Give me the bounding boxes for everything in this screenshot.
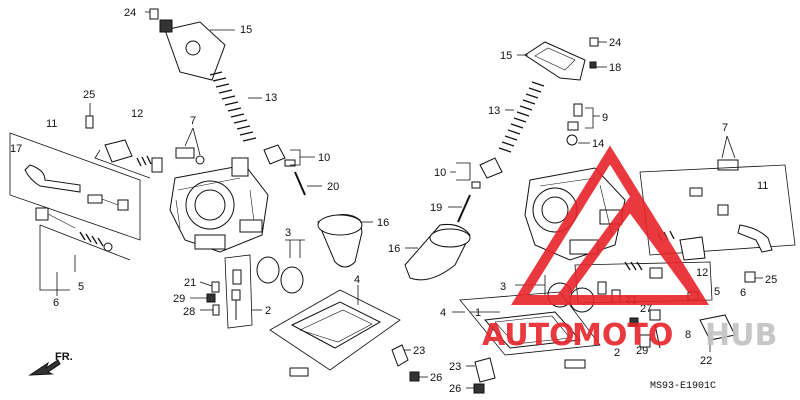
callout-right-7: 7 (722, 122, 728, 134)
callout-right-26: 26 (449, 383, 461, 395)
right-callouts: 15 24 18 13 9 14 7 10 19 16 11 3 1 4 21 … (388, 37, 777, 395)
callout-left-21: 21 (184, 277, 196, 289)
callout-right-15: 15 (500, 50, 512, 62)
callout-left-12: 12 (131, 108, 143, 120)
callout-right-4: 4 (440, 307, 446, 319)
part-jet-7-right (717, 135, 739, 171)
part-float-chamber-4-left (269, 285, 401, 377)
callout-right-19: 19 (430, 202, 442, 214)
part-top-cover-15-left (159, 19, 235, 81)
front-marker-text: FR. (55, 351, 73, 363)
part-spring-13-left (209, 71, 262, 142)
callout-left-20: 20 (327, 181, 339, 193)
callout-left-28: 28 (183, 306, 195, 318)
callout-left-15: 15 (240, 24, 252, 36)
part-screws-24-18-right (589, 37, 607, 69)
part-valve-12-left (94, 139, 163, 179)
callout-left-24: 24 (124, 7, 136, 19)
callout-right-10: 10 (434, 167, 446, 179)
part-small-parts-right (629, 309, 736, 352)
part-carburetor-body-left (169, 157, 269, 253)
part-spring-13-right (498, 81, 545, 153)
callout-right-6: 6 (740, 287, 746, 299)
callout-left-26: 26 (430, 372, 442, 384)
part-screw-24-left (145, 8, 159, 20)
callout-right-27: 27 (640, 303, 652, 315)
part-drain-23-26-left (391, 344, 428, 382)
part-insulator-16-left (317, 214, 373, 268)
callout-right-2: 2 (614, 347, 620, 359)
callout-right-9: 9 (602, 112, 608, 124)
callout-left-6: 6 (53, 297, 59, 309)
left-assembly: FR. 24 15 13 25 12 7 11 17 10 20 16 3 21… (9, 7, 442, 384)
callout-left-16: 16 (377, 217, 389, 229)
part-hose-17-right (689, 187, 773, 253)
part-float-3-left (256, 239, 305, 294)
callout-left-13: 13 (265, 92, 277, 104)
watermark-triangle-inner (555, 196, 705, 303)
callout-right-16: 16 (388, 243, 400, 255)
watermark-text-hub: HUB (705, 318, 777, 353)
callout-right-1: 1 (475, 307, 481, 319)
diagram-code: MS93-E1901C (650, 381, 716, 392)
part-top-cover-15-right (517, 41, 586, 81)
callout-right-11: 11 (757, 180, 768, 192)
part-small-screws-left (190, 281, 220, 316)
left-callouts: 24 15 13 25 12 7 11 17 10 20 16 3 21 29 … (10, 7, 442, 384)
part-jet-7-left (175, 127, 205, 165)
callout-left-23: 23 (413, 345, 425, 357)
callout-left-7: 7 (190, 115, 196, 127)
callout-right-18: 18 (609, 62, 621, 74)
callout-left-29: 29 (173, 293, 185, 305)
callout-right-3: 3 (500, 281, 506, 293)
watermark-triangle-outer (511, 145, 709, 305)
part-pilot-screw-5-6-left (35, 207, 131, 272)
watermark-text-auto: AUTO (482, 318, 575, 353)
front-arrow: FR. (28, 351, 73, 376)
part-jets-2-left (224, 254, 262, 329)
callout-left-25: 25 (83, 89, 95, 101)
callout-left-4: 4 (354, 274, 360, 286)
part-screw-25-left (85, 103, 94, 129)
part-hose-17-left (24, 164, 81, 193)
callout-left-2: 2 (265, 305, 271, 317)
watermark-text-moto: MOTO (572, 318, 673, 353)
callout-left-3: 3 (285, 227, 291, 239)
callout-left-5: 5 (78, 281, 84, 293)
part-parts-9-14-right (566, 103, 600, 146)
callout-right-25: 25 (765, 274, 777, 286)
watermark-logo: AUTO MOTO HUB (482, 145, 777, 353)
callout-right-5: 5 (714, 286, 720, 298)
callout-right-8: 8 (685, 329, 691, 341)
part-drain-23-26-right (466, 357, 586, 394)
part-insulator-16-right (404, 224, 471, 281)
part-screws-left-11 (87, 194, 129, 211)
part-needle-20-left (294, 171, 322, 196)
callout-right-24: 24 (609, 37, 621, 49)
callout-left-17: 17 (10, 143, 22, 155)
callout-right-22: 22 (700, 355, 712, 367)
callout-right-14: 14 (592, 138, 604, 150)
part-needle-10-19-right (448, 157, 503, 223)
callout-right-13: 13 (488, 105, 500, 117)
callout-right-12: 12 (696, 267, 708, 279)
part-needle-clip-10-left (263, 144, 315, 167)
callout-left-11: 11 (46, 118, 57, 130)
callout-right-23: 23 (449, 361, 461, 373)
callout-left-10: 10 (318, 152, 330, 164)
bracket-11-left (9, 132, 141, 241)
callout-right-29: 29 (636, 345, 648, 357)
